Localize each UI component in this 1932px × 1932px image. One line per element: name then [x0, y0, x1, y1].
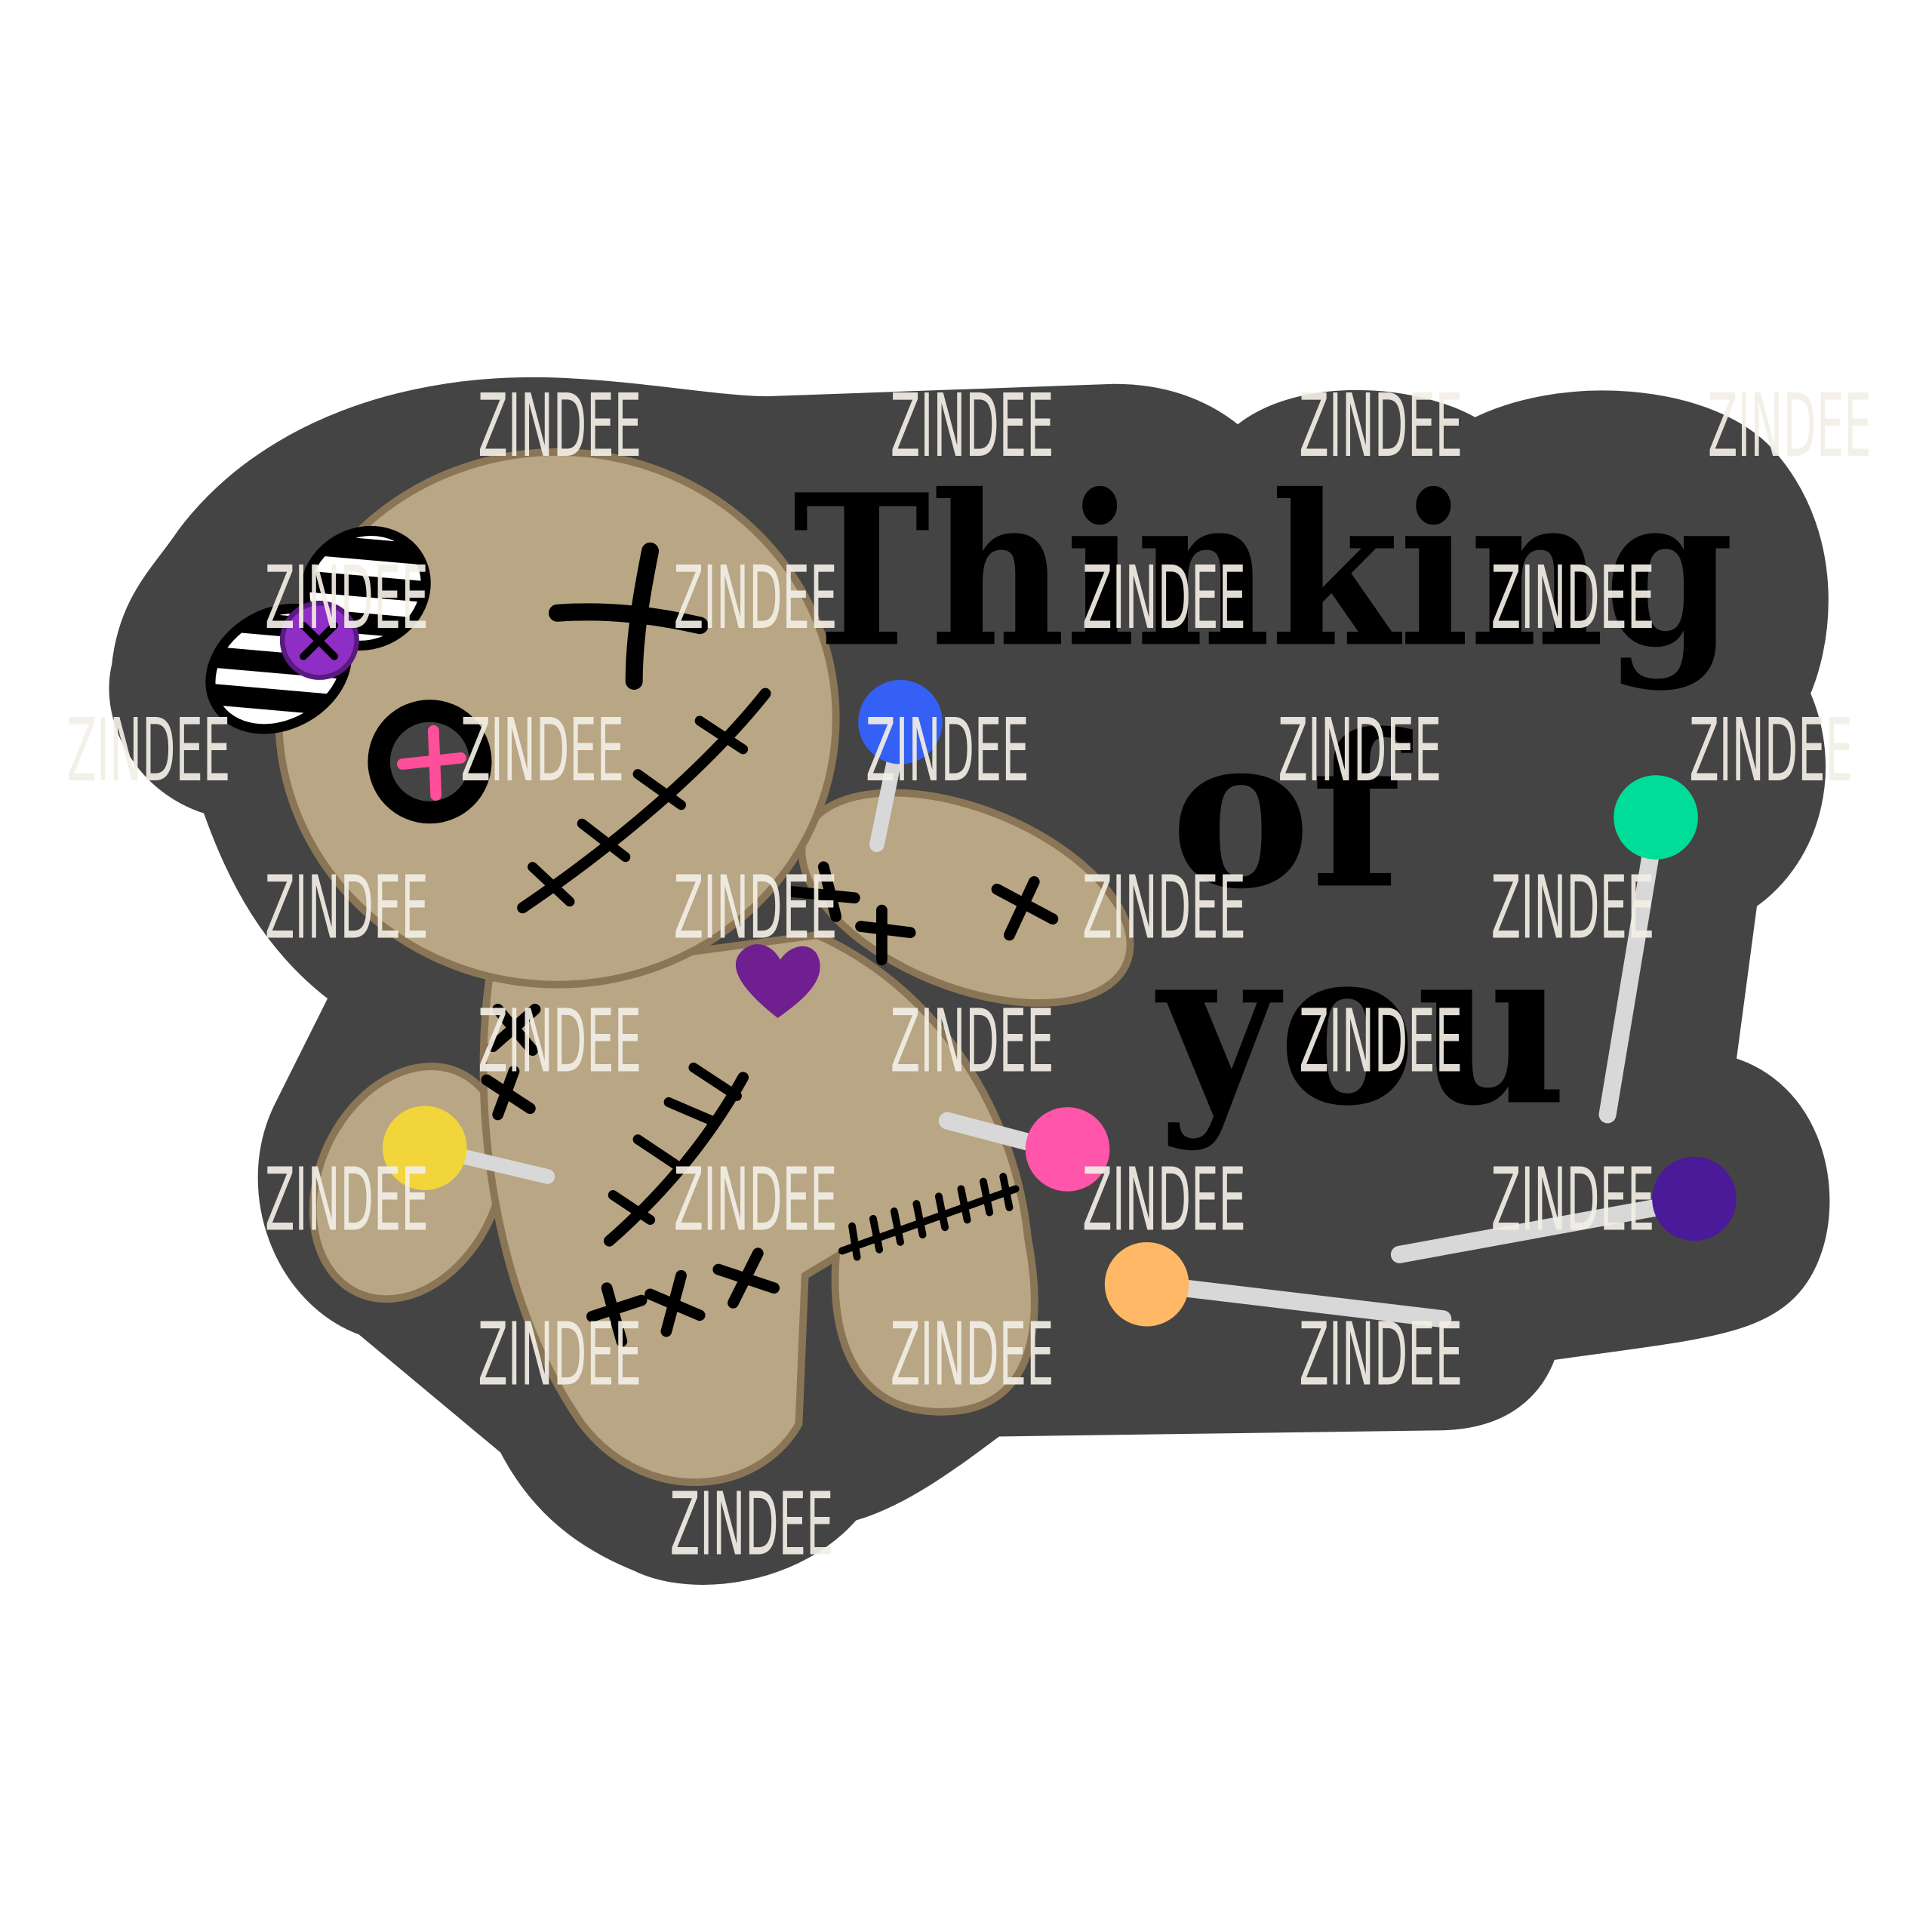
- watermark-text: ZINDEE: [1082, 548, 1246, 649]
- watermark-text: ZINDEE: [1082, 857, 1246, 958]
- face-stitch-icon: [517, 688, 771, 914]
- button-eye-icon: [368, 700, 492, 824]
- watermark-text: ZINDEE: [1708, 376, 1872, 477]
- sticker-title: Thinking of you: [792, 449, 1734, 1153]
- title-line-of: of: [1171, 688, 1413, 935]
- watermark-text: ZINDEE: [478, 376, 641, 477]
- watermark-text: ZINDEE: [891, 1305, 1054, 1406]
- watermark-text: ZINDEE: [674, 1150, 838, 1251]
- watermark-text: ZINDEE: [1689, 700, 1853, 801]
- yellow-pin-icon: [383, 1106, 555, 1191]
- x-eye-icon: [548, 542, 709, 691]
- watermark-text: ZINDEE: [478, 991, 641, 1092]
- watermark-text: ZINDEE: [866, 700, 1029, 801]
- striped-bow-icon: [205, 525, 431, 734]
- purple-pin-icon: [1390, 1156, 1737, 1263]
- watermark-text: ZINDEE: [1082, 1150, 1246, 1251]
- watermark-layer: ZINDEE ZINDEE ZINDEE ZINDEE ZINDEE ZINDEE ZIND…: [67, 376, 1872, 1576]
- watermark-text: ZINDEE: [1278, 700, 1442, 801]
- watermark-text: ZINDEE: [1491, 1150, 1655, 1251]
- watermark-text: ZINDEE: [265, 548, 429, 649]
- heart-icon: [735, 944, 820, 1018]
- watermark-text: ZINDEE: [67, 700, 231, 801]
- watermark-text: ZINDEE: [460, 700, 624, 801]
- watermark-text: ZINDEE: [1299, 991, 1463, 1092]
- green-pin-icon: [1598, 775, 1698, 1124]
- body-stitches: [481, 861, 1059, 1347]
- watermark-text: ZINDEE: [674, 548, 838, 649]
- watermark-text: ZINDEE: [670, 1474, 834, 1575]
- orange-pin-icon: [1104, 1241, 1452, 1328]
- watermark-text: ZINDEE: [891, 991, 1054, 1092]
- watermark-text: ZINDEE: [265, 857, 429, 958]
- blue-pin-icon: [858, 679, 943, 853]
- watermark-text: ZINDEE: [1491, 857, 1655, 958]
- watermark-text: ZINDEE: [478, 1305, 641, 1406]
- title-line-thinking: Thinking: [792, 449, 1734, 694]
- watermark-text: ZINDEE: [265, 1150, 429, 1251]
- watermark-text: ZINDEE: [891, 376, 1054, 477]
- watermark-text: ZINDEE: [1299, 1305, 1463, 1406]
- watermark-text: ZINDEE: [1299, 376, 1463, 477]
- title-line-you: you: [1155, 899, 1567, 1154]
- pins: [383, 679, 1737, 1328]
- doll-face: [368, 542, 771, 914]
- pink-pin-icon: [938, 1107, 1110, 1192]
- watermark-text: ZINDEE: [1491, 548, 1655, 649]
- watermark-text: ZINDEE: [674, 857, 838, 958]
